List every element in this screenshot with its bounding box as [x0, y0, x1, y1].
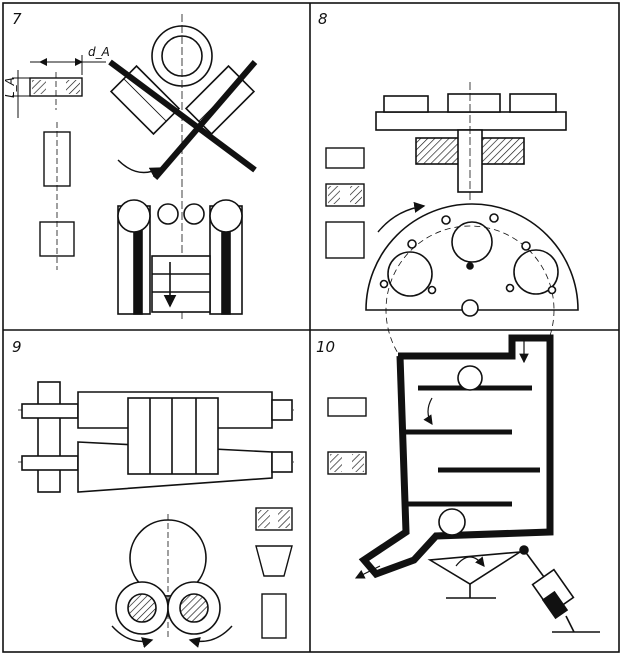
- forming-station: [117, 199, 243, 315]
- dimension-d-label: d_A: [88, 45, 110, 59]
- panel-10-number: 10: [316, 338, 335, 356]
- pivot-base: [427, 545, 600, 633]
- panel-8-number: 8: [318, 10, 328, 28]
- blank-stages-9: [255, 507, 293, 639]
- tool-plate: [375, 82, 567, 200]
- blank-hatched: [29, 72, 83, 110]
- panel-9-number: 9: [12, 338, 22, 356]
- panel-8: 8: [318, 10, 579, 395]
- crossed-rolls: [108, 59, 258, 180]
- rotation-arrow-left-roll: [111, 625, 154, 648]
- panel-10: 10: [316, 334, 600, 633]
- rotation-arrow-right-roll: [188, 625, 233, 648]
- panel-9: 9: [12, 338, 294, 648]
- panel-7-number: 7: [12, 10, 22, 28]
- roll-pair: [18, 381, 294, 493]
- cluster-rolls: [115, 514, 221, 640]
- blank-stages: [325, 147, 365, 259]
- blank-stages-10: [327, 397, 367, 475]
- dimension-d: [30, 55, 106, 75]
- rotation-arrow-table: [377, 201, 426, 233]
- panel-7: 7 d_A L_A: [3, 10, 258, 320]
- dimension-l-label: L_A: [3, 77, 17, 98]
- rotary-table: [365, 203, 579, 395]
- rotation-arrow-left: [117, 159, 162, 178]
- tumbling-chute: [354, 334, 554, 579]
